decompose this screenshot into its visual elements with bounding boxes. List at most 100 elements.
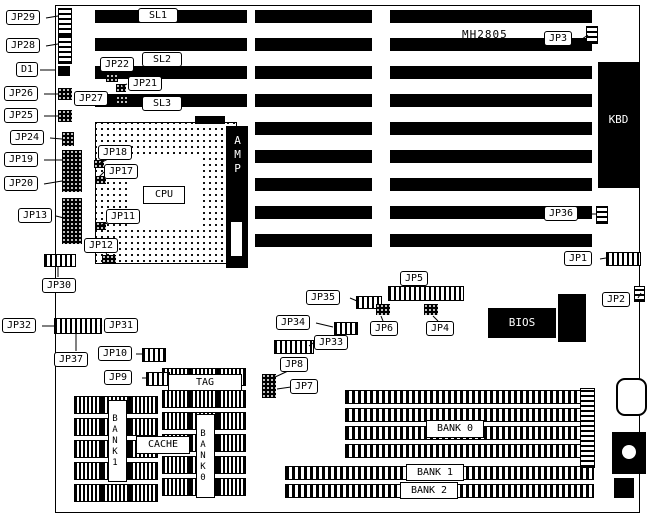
callout-jp32: JP32 xyxy=(2,318,37,333)
callout-sl3: SL3 xyxy=(142,96,182,111)
callout-jp1: JP1 xyxy=(564,251,593,266)
callout-jp11: JP11 xyxy=(106,209,141,224)
jp29-header xyxy=(58,8,72,36)
jp4-jumper xyxy=(424,304,438,315)
memory-chip xyxy=(130,418,158,436)
jp18-jumper xyxy=(94,160,104,168)
memory-chip xyxy=(130,484,158,502)
din-port-hole xyxy=(622,445,636,459)
callout-jp25: JP25 xyxy=(4,108,39,123)
kbd-connector: KBD xyxy=(598,62,639,188)
jp33-header xyxy=(274,340,314,354)
expansion-slot xyxy=(255,234,372,247)
memory-chip xyxy=(74,440,102,458)
amp-regulator: AMP xyxy=(226,126,248,268)
callout-sl2: SL2 xyxy=(142,52,182,67)
expansion-slot xyxy=(255,10,372,23)
jp28-header xyxy=(58,36,72,64)
jp3-jumper xyxy=(586,26,598,44)
callout-jp18: JP18 xyxy=(98,145,133,160)
expansion-slot xyxy=(390,206,592,219)
callout-jp20: JP20 xyxy=(4,176,39,191)
amp-lever xyxy=(231,222,242,256)
callout-jp12: JP12 xyxy=(84,238,119,253)
callout-jp6: JP6 xyxy=(370,321,399,336)
memory-chip xyxy=(218,434,246,452)
callout-jp33: JP33 xyxy=(314,335,349,350)
bank0-vertical-label: BANK0 xyxy=(196,414,215,498)
memory-chip xyxy=(218,478,246,496)
memory-chip xyxy=(218,412,246,430)
jp30-header xyxy=(44,254,76,267)
memory-chip xyxy=(102,484,130,502)
expansion-slot xyxy=(390,150,592,163)
expansion-slot xyxy=(255,94,372,107)
callout-jp27: JP27 xyxy=(74,91,109,106)
memory-chip xyxy=(74,462,102,480)
memory-chip xyxy=(162,456,190,474)
jp17-jumper xyxy=(96,176,106,184)
expansion-slot xyxy=(390,66,592,79)
callout-jp28: JP28 xyxy=(6,38,41,53)
expansion-slot xyxy=(390,10,592,23)
expansion-slot xyxy=(255,150,372,163)
jp35-header xyxy=(356,296,382,309)
jp11-jumper xyxy=(96,222,106,230)
expansion-slot xyxy=(255,178,372,191)
callout-jp2: JP2 xyxy=(602,292,631,307)
memory-chip xyxy=(130,396,158,414)
jp13-jumper-block xyxy=(62,198,82,244)
callout-jp24: JP24 xyxy=(10,130,45,145)
callout-jp26: JP26 xyxy=(4,86,39,101)
callout-jp37: JP37 xyxy=(54,352,89,367)
expansion-slot xyxy=(255,66,372,79)
jp19-jp20-jumper-block xyxy=(62,150,82,192)
cpu-label: CPU xyxy=(143,186,185,204)
callout-jp3: JP3 xyxy=(544,31,573,46)
power-connector xyxy=(614,478,634,498)
expansion-slot xyxy=(390,94,592,107)
callout-d1: D1 xyxy=(16,62,39,77)
jp24-jumper xyxy=(62,132,74,146)
bank1-simm-label: BANK 1 xyxy=(406,464,464,481)
jp5-header xyxy=(388,286,464,301)
d1-diode xyxy=(58,66,70,76)
expansion-slot xyxy=(95,38,247,51)
jp25-jumper xyxy=(58,110,72,122)
callout-jp10: JP10 xyxy=(98,346,133,361)
din-keyboard-port xyxy=(612,432,646,474)
expansion-slot xyxy=(255,122,372,135)
battery-holder xyxy=(616,378,647,416)
expansion-slot xyxy=(390,122,592,135)
expansion-slot xyxy=(390,178,592,191)
jp2-jumper xyxy=(634,286,645,302)
simm-end-connector xyxy=(580,388,595,468)
memory-chip xyxy=(130,462,158,480)
memory-chip xyxy=(218,456,246,474)
callout-jp34: JP34 xyxy=(276,315,311,330)
cache-label: CACHE xyxy=(136,436,190,454)
callout-jp31: JP31 xyxy=(104,318,139,333)
jp22-jumper xyxy=(106,74,118,82)
callout-jp21: JP21 xyxy=(128,76,163,91)
socket-key-connector xyxy=(195,116,225,124)
bank1-vertical-label: BANK1 xyxy=(108,400,127,482)
jp21-jumper xyxy=(116,84,126,92)
keyboard-controller-chip xyxy=(558,294,586,342)
jp6-jumper xyxy=(376,304,390,315)
tag-ram-label: TAG xyxy=(168,374,242,391)
memory-chip xyxy=(162,478,190,496)
part-number: MH2805 xyxy=(462,28,508,41)
callout-jp29: JP29 xyxy=(6,10,41,25)
callout-jp36: JP36 xyxy=(544,206,579,221)
callout-jp9: JP9 xyxy=(104,370,133,385)
jp34-header xyxy=(334,322,358,335)
callout-jp17: JP17 xyxy=(104,164,139,179)
memory-chip xyxy=(74,484,102,502)
callout-jp4: JP4 xyxy=(426,321,455,336)
jp10-header xyxy=(142,348,166,362)
callout-jp35: JP35 xyxy=(306,290,341,305)
amp-label: AMP xyxy=(231,134,244,176)
